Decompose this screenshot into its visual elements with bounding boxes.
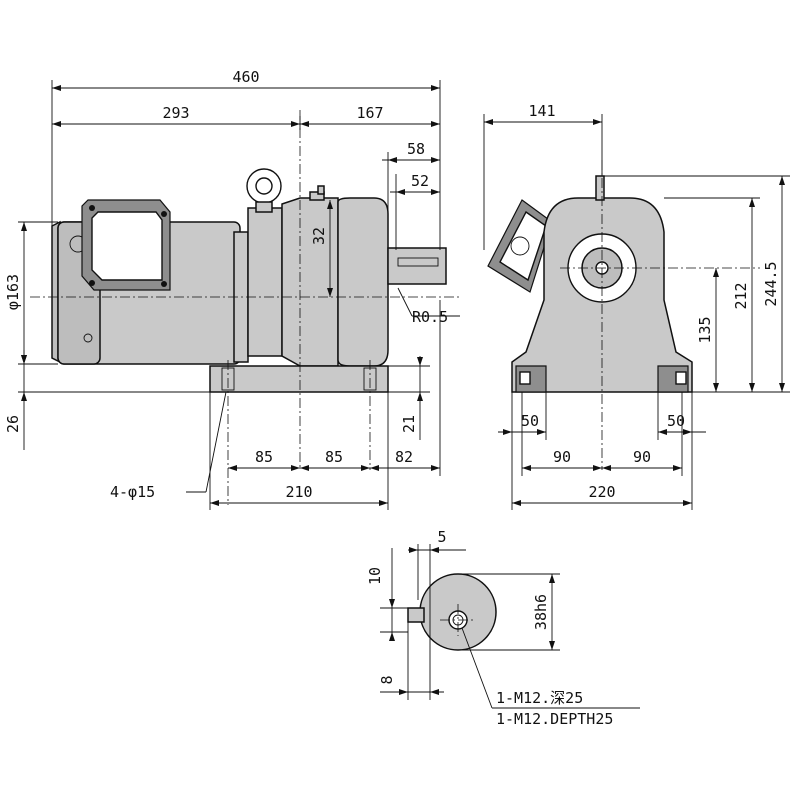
eye-bolt [246,168,282,213]
side-bolt-hole-right [675,371,687,385]
shaft-key [397,257,439,267]
side-terminal-box [487,199,553,293]
dim-foot-50-b: 50 [667,412,685,430]
oil-plug-cap [317,185,325,195]
tap-note-jp: 1-M12.深25 [496,689,583,707]
side-view [487,160,760,470]
dim-height-2445: 244.5 [762,261,780,306]
dim-radius: R0.5 [412,308,448,326]
dim-shaft-82: 82 [395,448,413,466]
dim-base-length: 210 [285,483,312,501]
adapter-housing [247,207,283,357]
dim-gear-length: 167 [356,104,383,122]
dim-side-width: 141 [528,102,555,120]
dim-half-90-a: 90 [553,448,571,466]
key-section [407,607,425,623]
dim-motor-diameter: φ163 [4,274,22,310]
dim-half-90-b: 90 [633,448,651,466]
gear-housing-right [337,197,389,367]
side-bolt-hole-left [519,371,531,385]
dim-shaft-height: 135 [696,316,714,343]
shaft-detail [407,573,497,651]
dim-overall-length: 460 [232,68,259,86]
dimension-labels: 460 293 167 58 52 32 R0.5 φ163 26 21 85 … [4,68,780,728]
dim-base-height: 26 [4,415,22,433]
dim-key-8: 8 [378,675,396,684]
side-oil-plug [595,175,605,201]
base-plate [209,365,389,393]
dim-foot-height: 21 [400,415,418,433]
shaft-detail-dimensions [380,544,640,709]
front-view [30,110,460,505]
dim-foot-85-a: 85 [255,448,273,466]
dim-shaft-diameter: 38h6 [532,594,550,630]
terminal-box [81,199,171,291]
dim-foot-50-a: 50 [521,412,539,430]
dim-bolt-holes: 4-φ15 [110,483,155,501]
dim-offset-32: 32 [310,227,328,245]
dim-key-width: 5 [437,528,446,546]
dim-motor-length: 293 [162,104,189,122]
oil-plug [309,191,325,201]
dim-base-width: 220 [588,483,615,501]
motor-screw [83,333,93,343]
dim-shaft-58: 58 [407,140,425,158]
dim-shaft-52: 52 [411,172,429,190]
dim-foot-85-b: 85 [325,448,343,466]
dim-key-10: 10 [366,567,384,585]
dim-height-212: 212 [732,282,750,309]
tap-note-en: 1-M12.DEPTH25 [496,710,613,728]
front-dimensions [18,80,460,510]
side-dimensions [483,114,790,510]
